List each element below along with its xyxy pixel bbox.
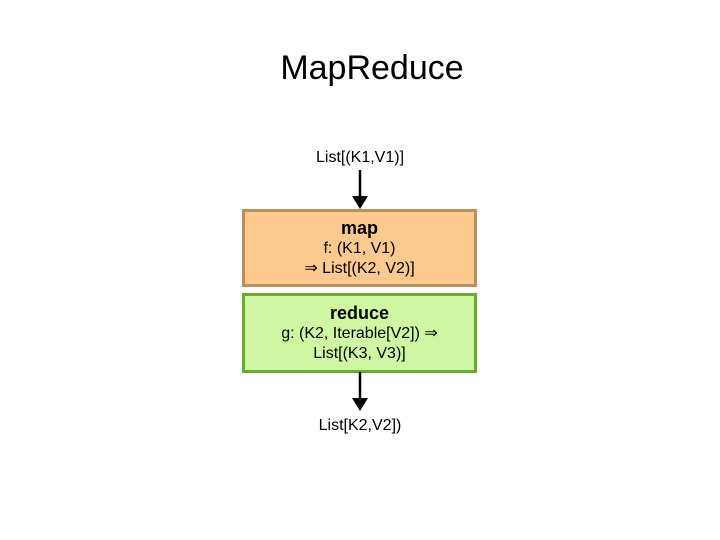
reduce-box-signature-line: List[(K3, V3)] xyxy=(313,344,406,362)
reduce-box-heading: reduce xyxy=(329,302,390,323)
map-box-signature-line: f: (K1, V1) xyxy=(323,239,396,257)
arrow-down-icon xyxy=(352,170,368,209)
slide-title: MapReduce xyxy=(280,49,464,87)
map-box-heading: map xyxy=(340,217,378,238)
output-type-label: List[K2,V2]) xyxy=(318,417,402,434)
reduce-box-signature-line: g: (K2, Iterable[V2]) ⇒ xyxy=(281,324,438,342)
map-box-signature-line: ⇒ List[(K2, V2)] xyxy=(304,259,415,277)
reduce-box: reduce g: (K2, Iterable[V2]) ⇒ List[(K3,… xyxy=(242,293,477,373)
map-box: map f: (K1, V1) ⇒ List[(K2, V2)] xyxy=(242,209,477,287)
input-type-label: List[(K1,V1)] xyxy=(315,149,405,166)
arrow-down-icon xyxy=(352,372,368,411)
